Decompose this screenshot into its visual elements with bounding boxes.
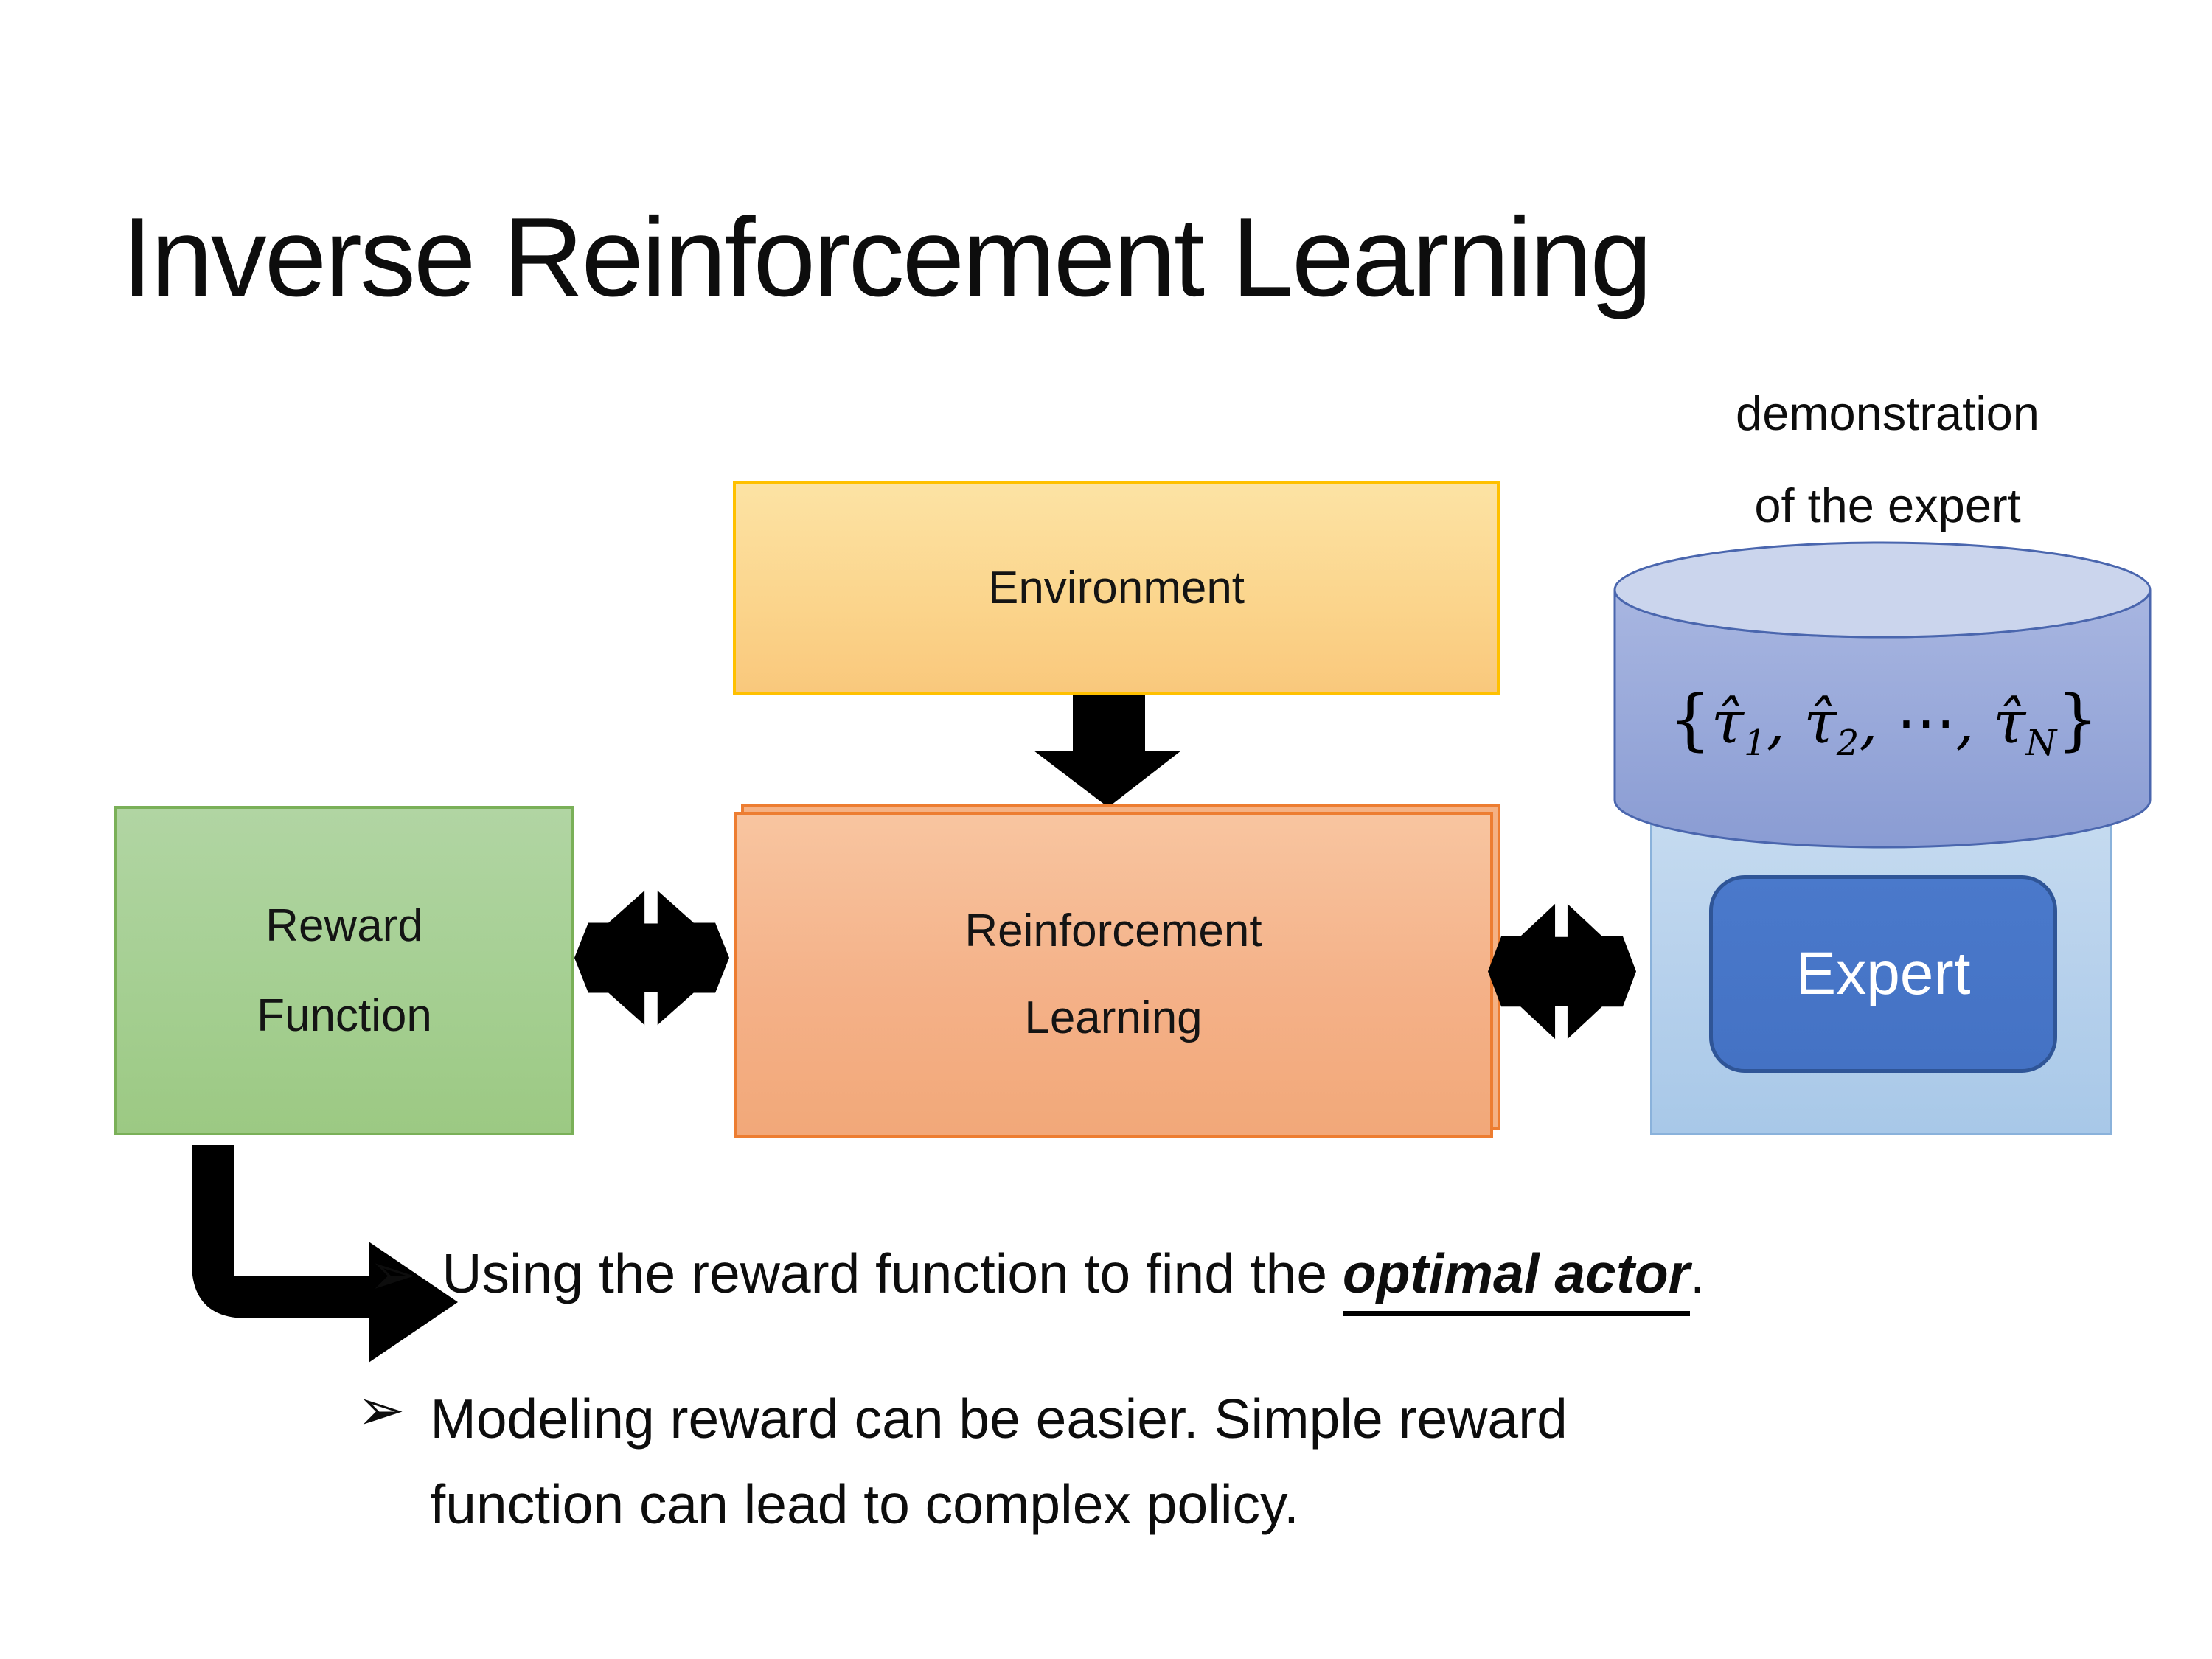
environment-box: Environment [733, 481, 1500, 695]
ellipsis: ⋯, [1896, 688, 1975, 757]
expert-label: Expert [1795, 940, 1971, 1007]
double-arrow-reward-rl-icon [574, 885, 729, 1031]
expert-box: Expert [1709, 875, 2057, 1073]
rl-label-line2: Learning [1024, 992, 1203, 1043]
tau-1: τ̂1, [1711, 688, 1785, 764]
bullet-2-text: Modeling reward can be easier. Simple re… [430, 1388, 1568, 1536]
bent-arrow-icon [192, 1145, 458, 1363]
optimal-actor-emphasis: optimal actor [1342, 1242, 1690, 1316]
bullet-1-text: Using the reward function to find the op… [442, 1240, 1705, 1316]
bullet-item-1: ➢ Using the reward function to find the … [369, 1240, 1705, 1316]
reward-label-line2: Function [257, 990, 432, 1041]
rl-label-line1: Reinforcement [964, 905, 1262, 956]
double-arrow-rl-expert-icon [1488, 898, 1636, 1045]
bullet-arrow-icon: ➢ [357, 1377, 406, 1442]
bullet-arrow-icon: ➢ [369, 1242, 417, 1307]
reward-function-box: Reward Function [114, 806, 574, 1135]
bullet-item-2: ➢ Modeling reward can be easier. Simple … [357, 1376, 1568, 1548]
demonstration-cylinder-icon [1613, 541, 2152, 849]
reward-label-line1: Reward [265, 900, 423, 951]
demonstration-caption-line2: of the expert [1754, 479, 2021, 533]
environment-label: Environment [987, 562, 1245, 613]
trajectory-set-formula: {τ̂1, τ̂2, ⋯, τ̂N} [1669, 682, 2099, 764]
page-title: Inverse Reinforcement Learning [122, 195, 1652, 320]
reinforcement-learning-box: Reinforcement Learning [734, 812, 1493, 1138]
tau-2: τ̂2, [1804, 688, 1878, 764]
tau-N: τ̂N [1992, 688, 2057, 764]
demonstration-caption-line1: demonstration [1736, 386, 2039, 440]
demonstration-caption: demonstration of the expert [1659, 367, 2116, 552]
down-arrow [1034, 695, 1181, 807]
